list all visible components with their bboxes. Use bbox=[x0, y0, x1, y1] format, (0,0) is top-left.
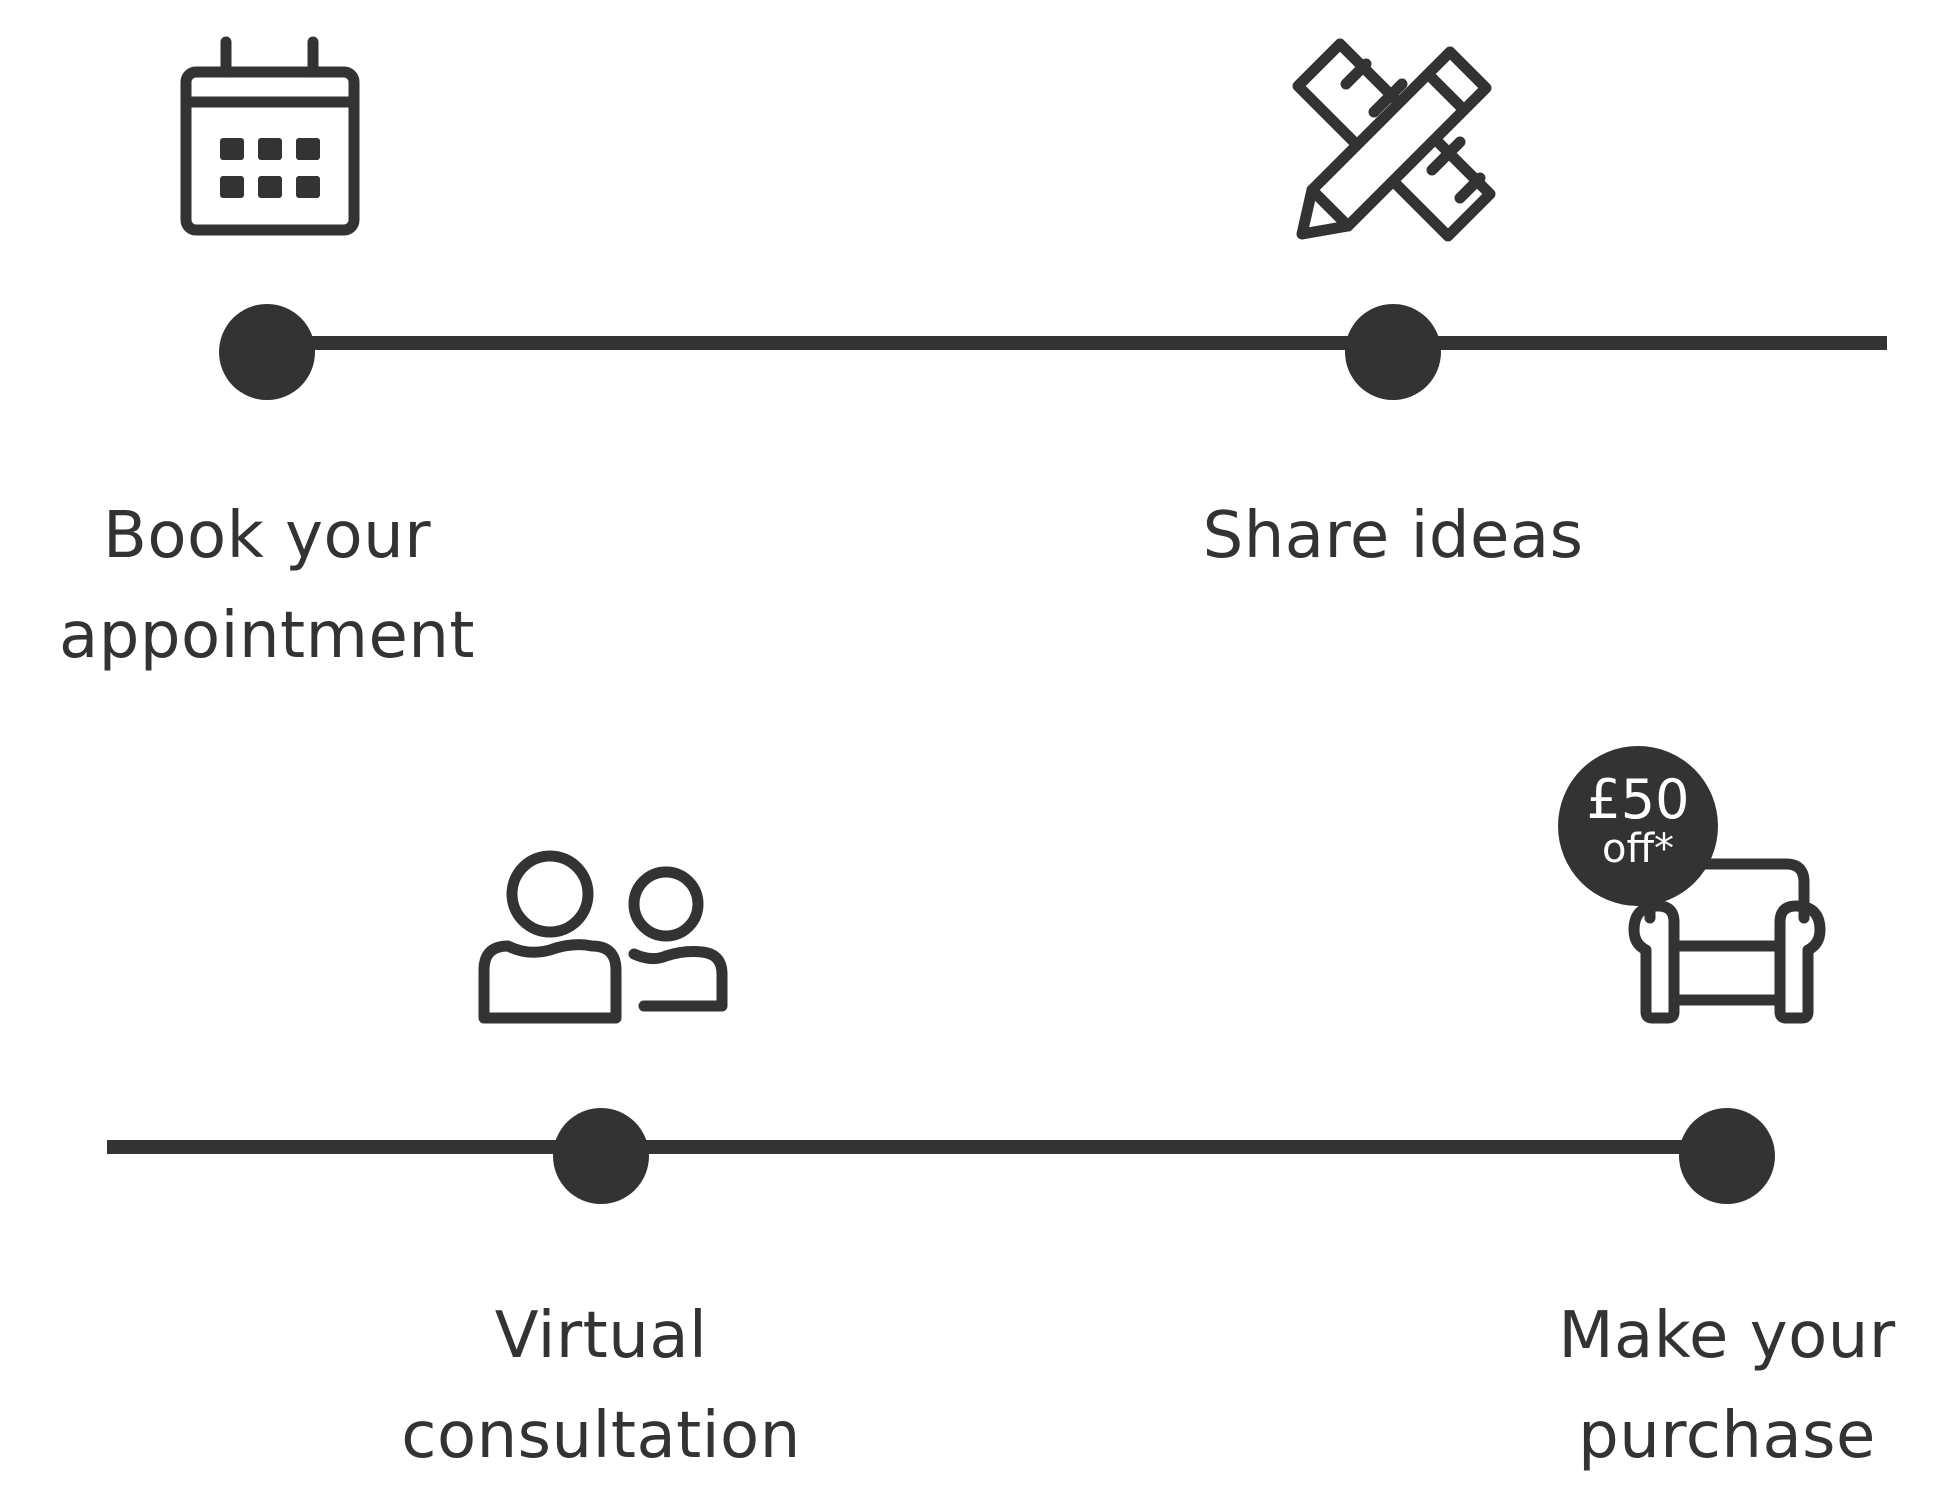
discount-badge: £50 off* bbox=[1558, 746, 1718, 906]
step-3-label: Virtual consultation bbox=[341, 1286, 861, 1486]
step-3-marker bbox=[553, 1108, 649, 1204]
step-4-label: Make your purchase bbox=[1467, 1286, 1942, 1486]
badge-amount: £50 bbox=[1586, 768, 1690, 831]
timeline-line-bottom bbox=[107, 1140, 1717, 1154]
step-4-label-line1: Make your bbox=[1558, 1299, 1896, 1373]
step-1-label: Book your appointment bbox=[7, 486, 527, 686]
step-3-label-line2: consultation bbox=[401, 1399, 801, 1473]
step-1-marker bbox=[219, 304, 315, 400]
badge-suffix: off* bbox=[1601, 826, 1675, 872]
step-4-label-line2: purchase bbox=[1578, 1399, 1876, 1473]
step-1-label-line2: appointment bbox=[59, 599, 475, 673]
step-2-label-line1: Share ideas bbox=[1202, 499, 1584, 573]
timeline-line-top bbox=[267, 336, 1887, 350]
people-icon bbox=[478, 850, 728, 1024]
calendar-icon bbox=[180, 36, 360, 236]
step-1-label-line1: Book your bbox=[102, 499, 432, 573]
step-2-label: Share ideas bbox=[1133, 486, 1653, 586]
step-3-label-line1: Virtual bbox=[494, 1299, 708, 1373]
ruler-pencil-icon bbox=[1292, 38, 1496, 242]
step-4-marker bbox=[1679, 1108, 1775, 1204]
step-2-marker bbox=[1345, 304, 1441, 400]
